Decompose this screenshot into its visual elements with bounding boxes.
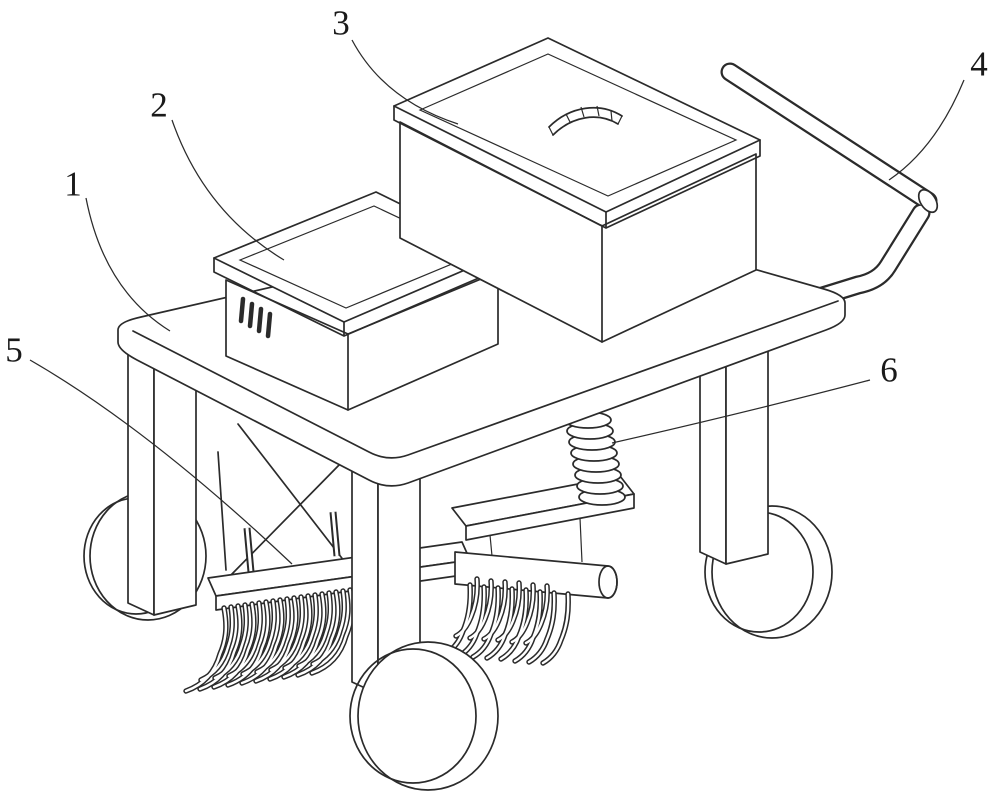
callout-2: 2 <box>150 85 168 125</box>
right-leg <box>699 311 769 565</box>
large-box <box>393 37 761 343</box>
left-tine-rake <box>186 590 352 691</box>
left-leg <box>127 347 197 616</box>
leader-line-4 <box>888 79 965 181</box>
vent-slots <box>238 296 273 339</box>
callout-5: 5 <box>5 330 23 370</box>
roller-cylinder <box>454 551 618 599</box>
leader-lines <box>29 39 965 565</box>
push-handle <box>720 62 939 308</box>
callout-4: 4 <box>970 44 988 84</box>
callout-3: 3 <box>332 3 350 43</box>
callout-6: 6 <box>880 350 898 390</box>
leader-line-3 <box>351 39 459 125</box>
leader-line-5 <box>29 359 293 565</box>
link-rods <box>243 511 341 573</box>
shelf-links <box>489 517 583 563</box>
center-tine-rake <box>445 579 568 663</box>
callout-1: 1 <box>64 164 82 204</box>
leader-line-6 <box>611 379 871 444</box>
leader-line-1 <box>85 197 171 332</box>
front-leg <box>351 451 421 695</box>
leader-line-2 <box>171 119 285 261</box>
front-wheel <box>349 641 499 791</box>
box-handle <box>548 105 623 136</box>
